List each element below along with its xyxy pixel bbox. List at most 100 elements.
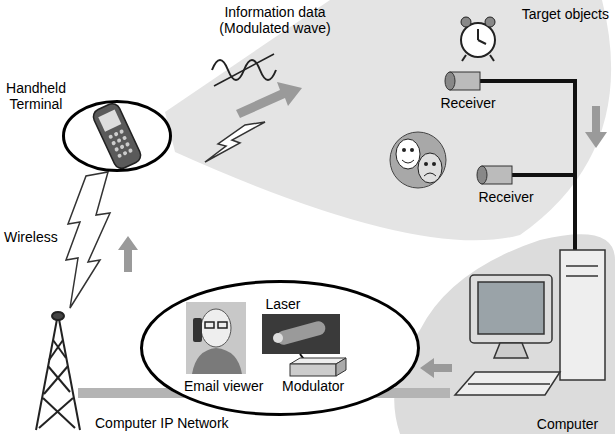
phone-icon-part [98, 110, 121, 132]
phone-icon-part [119, 144, 124, 149]
clock-icon-part [477, 29, 479, 40]
masks-icon-part [396, 139, 420, 169]
lightning-symbol [66, 172, 110, 308]
computer-icon-part [468, 383, 550, 385]
masks-icon-part [402, 160, 414, 163]
person-photo [186, 302, 246, 374]
receiver-icon-part [477, 166, 487, 184]
ellipse-ground [140, 280, 420, 416]
clock-icon-part [461, 17, 471, 27]
clock-icon [461, 17, 495, 61]
transmitter-ellipse: LaserEmail viewerModulator [140, 280, 420, 416]
person-photo-part [192, 348, 242, 374]
computer-icon [455, 250, 605, 395]
person-photo-part [186, 302, 246, 374]
ellipse-outline [142, 282, 419, 415]
modulator-box-part [290, 364, 336, 376]
phone-icon-part [122, 151, 127, 156]
laser-beam [165, 0, 611, 240]
terminal-heading: Handheld Terminal [0, 80, 72, 112]
masks-icon-part [402, 148, 406, 152]
phone-icon-part [128, 148, 133, 153]
phone-icon-part [122, 135, 127, 140]
person-photo-part [193, 318, 202, 342]
part-label: Email viewer [184, 378, 284, 394]
antenna-tower-part [48, 366, 70, 392]
masks-icon-part [432, 162, 436, 166]
computer-icon-part [470, 275, 552, 343]
masks-icon-part [410, 148, 414, 152]
computer-icon-part [455, 372, 560, 395]
flow-arrow [118, 236, 138, 272]
masks-icon-part [424, 173, 436, 176]
flow-arrow [585, 106, 607, 148]
part-label: Laser [258, 296, 308, 312]
person-photo-part [201, 309, 231, 347]
clock-icon-part [462, 55, 466, 61]
receiver-icon [445, 72, 480, 90]
antenna-tower-part [53, 340, 66, 358]
part-label: Modulator [282, 378, 372, 394]
flow-arrow [420, 358, 452, 378]
computer-icon-part [560, 250, 605, 380]
laser-photo [262, 314, 340, 362]
part-label: Computer [530, 416, 605, 432]
laser-photo-part [262, 314, 340, 354]
lightning-symbol [205, 122, 265, 162]
antenna-tower-part [52, 312, 64, 320]
phone-icon-part [117, 153, 122, 158]
person-photo-part [218, 322, 227, 328]
clock-icon-part [478, 40, 486, 44]
phone-icon-part [111, 140, 116, 145]
receiver-icon [477, 166, 512, 184]
ellipse-ground [62, 100, 172, 172]
antenna-tower-part [36, 314, 58, 430]
receiver-icon-part [445, 72, 455, 90]
clock-icon-part [461, 23, 495, 57]
terminal-ellipse: Handheld Terminal [62, 100, 172, 172]
masks-icon [390, 132, 446, 188]
antenna-tower-part [39, 398, 73, 428]
phone-icon-part [113, 132, 118, 137]
antenna-tower-part [49, 340, 63, 360]
wave-symbol-part [214, 54, 274, 86]
modulator-box [290, 358, 346, 376]
computer-icon-part [566, 275, 598, 277]
laser-photo-part [273, 333, 283, 343]
ellipse-outline [64, 102, 171, 171]
antenna-tower-part [58, 314, 80, 430]
antenna-tower-part [43, 398, 75, 428]
computer-icon-part [566, 265, 598, 267]
modulator-box-part [336, 358, 346, 376]
ellipse-outline [62, 100, 172, 172]
phone-icon-part [116, 138, 121, 143]
link-label: Wireless [4, 229, 64, 245]
laser-photo-part [275, 320, 327, 346]
flow-arrow [236, 82, 302, 118]
phone-icon [91, 101, 143, 171]
group-label: Target objects [505, 6, 609, 22]
signal-label: Information data (Modulated wave) [200, 4, 350, 36]
masks-icon-part [390, 132, 446, 188]
masks-icon-part [418, 153, 442, 183]
wave-symbol [212, 54, 276, 86]
clock-icon-part [490, 55, 494, 61]
part-label: Receiver [474, 189, 538, 205]
antenna-tower-part [44, 366, 68, 394]
person-photo-part [205, 322, 214, 328]
phone-icon-part [108, 134, 113, 139]
part-label: Receiver [436, 95, 500, 111]
masks-icon-part [424, 162, 428, 166]
phone-icon-part [119, 129, 124, 134]
network-label: Computer IP Network [95, 415, 265, 431]
clock-icon-part [485, 17, 495, 27]
computer-ground [394, 234, 615, 434]
antenna-tower [36, 312, 80, 430]
phone-icon-part [125, 142, 130, 147]
computer-icon-part [478, 282, 544, 334]
phone-icon-part [91, 101, 143, 171]
computer-icon-part [494, 343, 528, 358]
wire [512, 173, 575, 177]
